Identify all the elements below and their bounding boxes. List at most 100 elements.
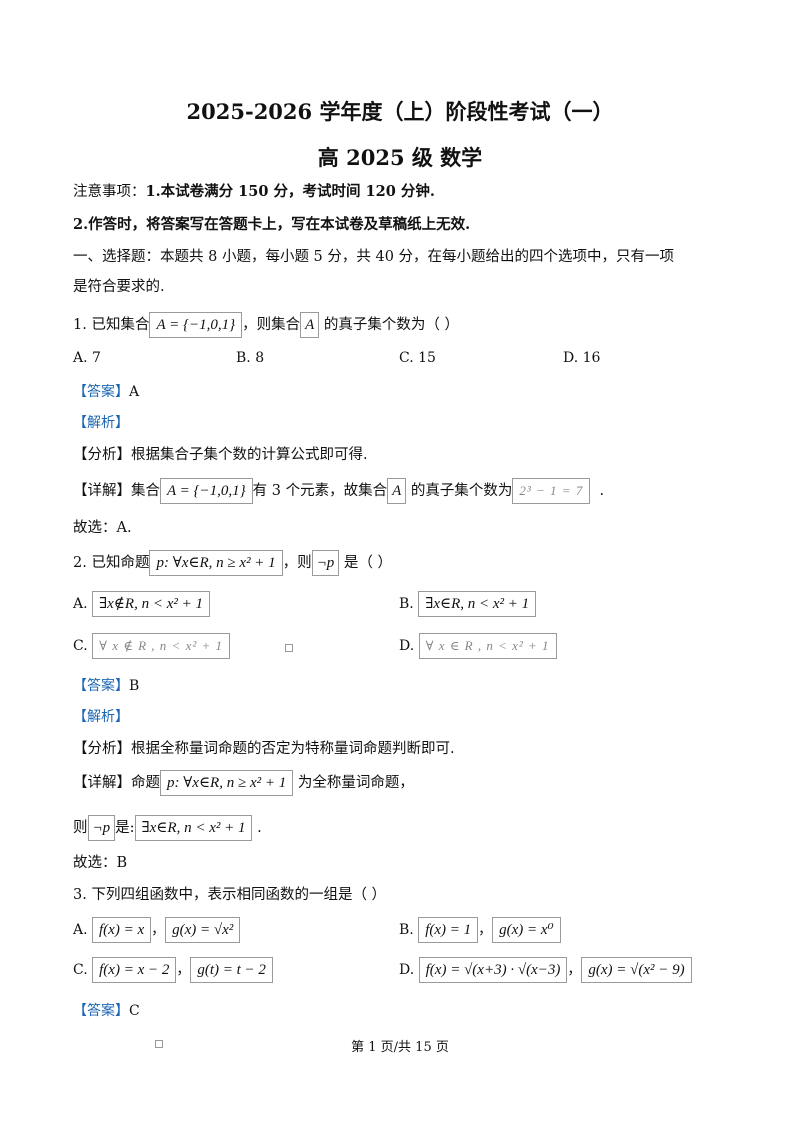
- q3-option-b: B. f(x) = 1，g(x) = x⁰: [399, 917, 561, 943]
- comma: ，: [151, 922, 166, 938]
- q2-analysis-label: 【解析】: [73, 709, 129, 725]
- q1-option-d: D. 16: [563, 350, 601, 366]
- q2-then-pre: 则: [73, 820, 88, 836]
- q3-option-c-f: f(x) = x − 2: [92, 957, 177, 983]
- q2-option-a: A. ∃x∉R, n < x² + 1: [73, 591, 210, 617]
- comma: ，: [567, 962, 582, 978]
- q1-stem-pre: 1. 已知集合: [73, 317, 150, 333]
- notes-body-1: 1.本试卷满分 150 分，考试时间 120 分钟.: [145, 183, 435, 200]
- q3-answer: 【答案】C: [73, 1000, 140, 1020]
- q2-option-b-expr: ∃x∈R, n < x² + 1: [418, 591, 537, 617]
- answer-label: 【答案】: [73, 1003, 129, 1019]
- section-heading-line-1: 一、选择题：本题共 8 小题，每小题 5 分，共 40 分，在每小题给出的四个选…: [73, 249, 675, 265]
- detail-label: 【详解】: [73, 483, 131, 499]
- q1-detail-mid2: 的真子集个数为: [410, 483, 513, 499]
- page-footer: 第 1 页/共 15 页: [351, 1040, 449, 1055]
- q2-option-c-label: C.: [73, 638, 88, 654]
- q2-detail-prop: p: ∀x∈R, n ≥ x² + 1: [160, 770, 294, 796]
- q2-choose: 故选：B: [73, 851, 127, 872]
- q3-option-a-g: g(x) = √x²: [165, 917, 241, 943]
- q3-option-b-f: f(x) = 1: [418, 917, 479, 943]
- q1-analysis-label: 【解析】: [73, 415, 129, 431]
- q1-choose: 故选：A.: [73, 516, 132, 537]
- q3-option-d-label: D.: [399, 962, 415, 978]
- q2-stem-mid: ，则: [282, 555, 312, 571]
- q2-option-b-label: B.: [399, 596, 414, 612]
- q3-option-c-label: C.: [73, 962, 88, 978]
- q3-option-c: C. f(x) = x − 2，g(t) = t − 2: [73, 957, 273, 983]
- q2-choose-value: B: [116, 855, 128, 871]
- q3-option-d: D. f(x) = √(x+3) · √(x−3)，g(x) = √(x² − …: [399, 957, 692, 983]
- q2-fenxi-text: 根据全称量词命题的否定为特称量词命题判断即可.: [131, 741, 455, 757]
- q2-answer: 【答案】B: [73, 675, 139, 695]
- q1-detail-set: A = {−1,0,1}: [160, 478, 253, 504]
- q2-detail-pre: 命题: [131, 775, 160, 791]
- q3-option-a-label: A.: [73, 922, 88, 938]
- q3-option-d-f: f(x) = √(x+3) · √(x−3): [418, 957, 568, 983]
- q1-detail-mid: 有 3 个元素，故集合: [252, 483, 388, 499]
- detail-label: 【详解】: [73, 775, 131, 791]
- q1-option-a: A. 7: [73, 350, 101, 366]
- q1-answer: 【答案】A: [73, 381, 139, 401]
- fenxi-label: 【分析】: [73, 447, 131, 463]
- notes-prefix: 注意事项：: [73, 184, 146, 200]
- q2-option-c-expr: ∀ x ∉ R , n < x² + 1: [92, 633, 231, 659]
- q1-set-expr: A = {−1,0,1}: [149, 312, 243, 338]
- q2-stem-pre: 2. 已知命题: [73, 555, 150, 571]
- q3-stem: 3. 下列四组函数中，表示相同函数的一组是（ ）: [73, 887, 387, 903]
- notes-line-1: 注意事项：1.本试卷满分 150 分，考试时间 120 分钟.: [73, 180, 435, 201]
- q1-answer-value: A: [129, 384, 140, 400]
- q1-detail-calc: 2³ − 1 = 7: [512, 478, 591, 504]
- choose-label: 故选：: [73, 855, 117, 871]
- q1-fenxi-text: 根据集合子集个数的计算公式即可得.: [131, 447, 368, 463]
- q2-neg-p: ¬p: [311, 550, 340, 576]
- q2-then-mid: 是:: [115, 820, 135, 836]
- answer-label: 【答案】: [73, 384, 129, 400]
- q2-option-d-label: D.: [399, 638, 415, 654]
- q2-stem-post: 是（ ）: [343, 555, 393, 571]
- page-title: 2025-2026 学年度（上）阶段性考试（一）: [186, 99, 614, 124]
- placeholder-square-icon: [285, 637, 293, 656]
- q2-fenxi: 【分析】根据全称量词命题的否定为特称量词命题判断即可.: [73, 737, 455, 758]
- q2-option-d: D. ∀ x ∈ R , n < x² + 1: [399, 633, 557, 659]
- notes-line-2: 2.作答时，将答案写在答题卡上，写在本试卷及草稿纸上无效.: [73, 216, 471, 233]
- fenxi-label: 【分析】: [73, 741, 131, 757]
- q1-choose-value: A.: [116, 520, 132, 536]
- q1-detail-pre: 集合: [131, 483, 160, 499]
- q3-option-a-f: f(x) = x: [92, 917, 152, 943]
- q3-option-b-g: g(x) = x⁰: [492, 917, 561, 943]
- choose-label: 故选：: [73, 520, 117, 536]
- q3-option-a: A. f(x) = x，g(x) = √x²: [73, 917, 241, 943]
- comma: ，: [176, 962, 191, 978]
- q3-option-c-g: g(t) = t − 2: [190, 957, 273, 983]
- q2-then-expr: ∃x∈R, n < x² + 1: [134, 815, 253, 841]
- q2-option-a-expr: ∃x∉R, n < x² + 1: [92, 591, 210, 617]
- q1-var-a: A: [300, 312, 320, 338]
- q1-stem-post: 的真子集个数为（ ）: [323, 317, 459, 333]
- q3-option-d-g: g(x) = √(x² − 9): [581, 957, 692, 983]
- q1-option-b: B. 8: [236, 350, 265, 366]
- q2-option-a-label: A.: [73, 596, 88, 612]
- q2-then-neg-p: ¬p: [87, 815, 116, 841]
- q1-detail-end: .: [599, 483, 605, 499]
- q2-answer-value: B: [129, 678, 140, 694]
- q1-detail-var: A: [387, 478, 407, 504]
- q2-option-b: B. ∃x∈R, n < x² + 1: [399, 591, 537, 617]
- q2-prop: p: ∀x∈R, n ≥ x² + 1: [149, 550, 283, 576]
- q1-option-c: C. 15: [399, 350, 436, 366]
- q1-stem-mid: ，则集合: [242, 317, 301, 333]
- q2-detail-post: 为全称量词命题，: [297, 775, 414, 791]
- page-subtitle: 高 2025 级 数学: [317, 145, 483, 170]
- q1-fenxi: 【分析】根据集合子集个数的计算公式即可得.: [73, 443, 368, 464]
- q2-option-c: C. ∀ x ∉ R , n < x² + 1: [73, 633, 231, 659]
- section-heading-line-2: 是符合要求的.: [73, 279, 165, 295]
- q3-answer-value: C: [129, 1003, 140, 1019]
- q2-then-end: .: [257, 820, 262, 836]
- q3-option-b-label: B.: [399, 922, 414, 938]
- answer-label: 【答案】: [73, 678, 129, 694]
